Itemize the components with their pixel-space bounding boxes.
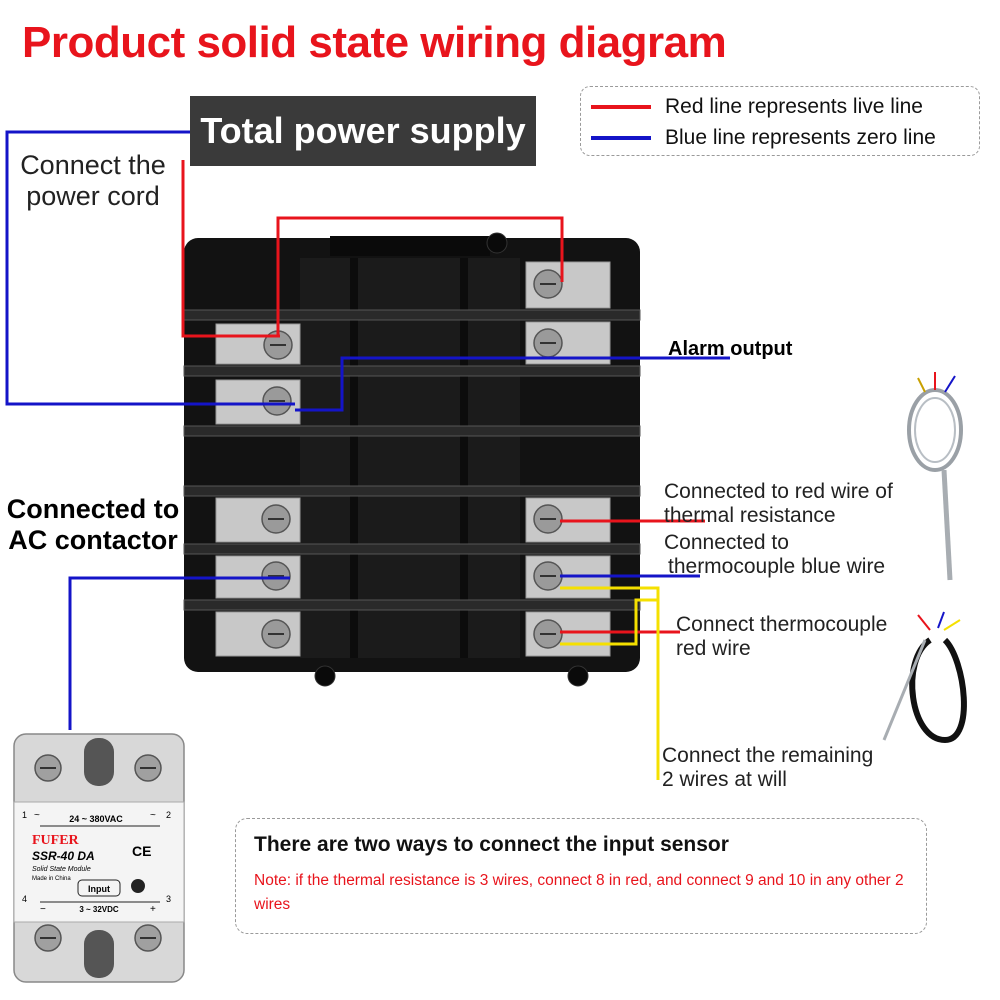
- ssr-model: SSR-40 DA: [32, 849, 95, 863]
- note-text: Note: if the thermal resistance is 3 wir…: [254, 872, 904, 913]
- ssr-dc-range: 3 ~ 32VDC: [79, 905, 119, 914]
- red-line-swatch: [591, 105, 651, 109]
- wires: [5, 130, 730, 780]
- ac-contactor-line-2: AC contactor: [8, 525, 178, 555]
- solid-state-relay: 24 ~ 380VAC FUFER SSR-40 DA Solid State …: [13, 733, 185, 983]
- ac-contactor-line-1: Connected to: [6, 494, 180, 524]
- remaining-line-1: Connect the remaining: [662, 744, 874, 767]
- tc-red-line-2: red wire: [676, 637, 751, 660]
- tc-blue-line-2: thermocouple blue wire: [668, 555, 886, 578]
- ssr-terminal-3: 3: [166, 894, 171, 904]
- ssr-subtitle: Solid State Module: [32, 866, 91, 873]
- ssr-plus: +: [150, 904, 156, 915]
- thermal-line-2: thermal resistance: [664, 504, 836, 527]
- remaining-line-2: 2 wires at will: [662, 768, 787, 791]
- ssr-input-label: Input: [88, 884, 110, 894]
- power-cord-line-1: Connect the: [20, 150, 166, 180]
- tc-blue-line-1: Connected to: [664, 531, 789, 554]
- note-title: There are two ways to connect the input …: [254, 833, 729, 856]
- thermal-line-1: Connected to red wire of: [664, 480, 893, 503]
- thermal-resistance-label: Connected to red wire of thermal resista…: [664, 480, 893, 528]
- ssr-ce-mark: CE: [132, 843, 151, 859]
- sensor-note-box: There are two ways to connect the input …: [235, 818, 927, 934]
- legend-item-live: Red line represents live line: [591, 92, 923, 122]
- power-cord-line-2: power cord: [26, 181, 160, 211]
- thermocouple-blue-label: Connected to thermocouple blue wire: [664, 531, 885, 579]
- thermal-resistance-probe: [907, 372, 963, 581]
- legend-zero-text: Blue line represents zero line: [665, 126, 936, 149]
- legend-item-zero: Blue line represents zero line: [591, 123, 936, 153]
- ssr-brand-logo: FUFER: [32, 833, 80, 848]
- ssr-minus: −: [40, 904, 46, 915]
- legend: Red line represents live line Blue line …: [580, 86, 980, 156]
- ssr-made: Made in China: [32, 876, 71, 882]
- ssr-terminal-2: 2: [166, 810, 171, 820]
- ssr-ac-range: 24 ~ 380VAC: [69, 814, 123, 824]
- terminal-block: [183, 232, 641, 687]
- ssr-tilde-left: ~: [34, 810, 40, 821]
- remaining-wires-label: Connect the remaining 2 wires at will: [662, 744, 873, 792]
- ssr-terminal-1: 1: [22, 810, 27, 820]
- total-power-supply-label: Total power supply: [190, 96, 536, 166]
- ssr-tilde-right: ~: [150, 810, 156, 821]
- alarm-output-label: Alarm output: [668, 338, 793, 360]
- thermocouple-probe: [882, 611, 967, 744]
- ssr-terminal-4: 4: [22, 894, 27, 904]
- ac-contactor-label: Connected to AC contactor: [2, 494, 184, 556]
- page-title: Product solid state wiring diagram: [22, 18, 727, 67]
- power-cord-label: Connect the power cord: [12, 150, 174, 212]
- tc-red-line-1: Connect thermocouple: [676, 613, 888, 636]
- legend-live-text: Red line represents live line: [665, 95, 923, 118]
- thermocouple-red-label: Connect thermocouple red wire: [676, 613, 887, 661]
- blue-line-swatch: [591, 136, 651, 140]
